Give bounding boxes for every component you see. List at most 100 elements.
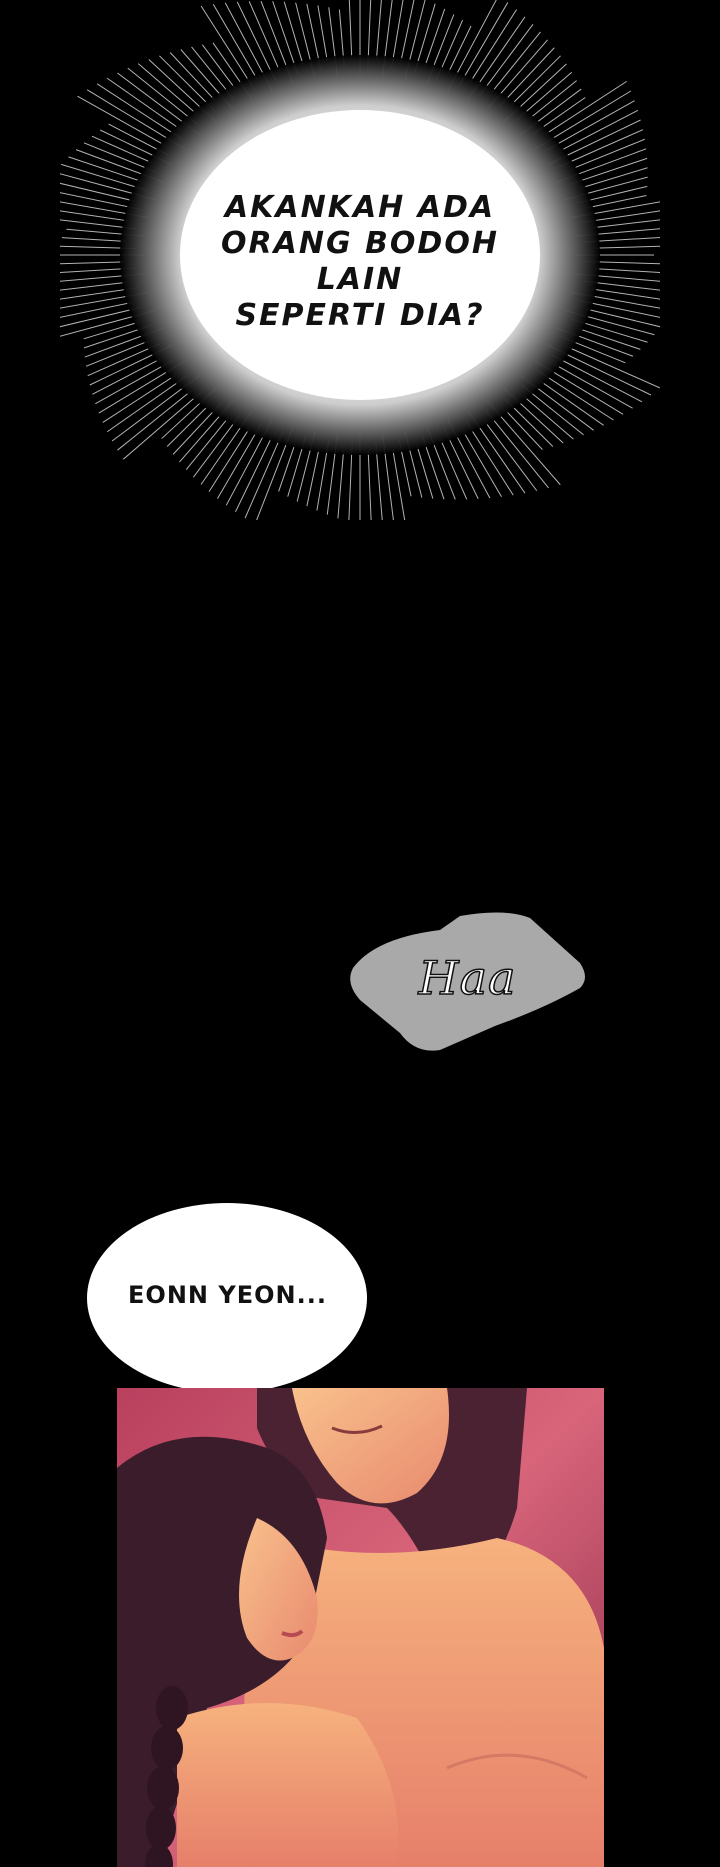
burst-ray <box>244 431 284 519</box>
burst-ray <box>367 0 372 68</box>
burst-ray <box>582 210 660 223</box>
burst-ray <box>137 63 197 115</box>
burst-ray <box>504 409 543 450</box>
burst-ray <box>122 389 204 460</box>
burst-ray <box>68 156 143 183</box>
thought-burst-bubble: AKANKAH ADA ORANG BODOH LAIN SEPERTI DIA… <box>60 0 660 520</box>
burst-ray <box>594 268 660 273</box>
burst-ray <box>106 77 181 130</box>
burst-ray <box>212 3 258 80</box>
burst-ray <box>592 219 660 229</box>
burst-ray <box>528 80 577 120</box>
burst-ray <box>546 100 635 151</box>
burst-ray <box>439 438 468 500</box>
burst-ray <box>585 308 660 328</box>
braid-graphic <box>145 1686 188 1867</box>
burst-ray <box>60 219 137 230</box>
burst-ray <box>595 245 660 249</box>
burst-ray <box>60 306 144 328</box>
burst-ray <box>585 261 660 265</box>
burst-ray <box>235 436 273 513</box>
burst-ray <box>337 450 345 519</box>
burst-ray <box>348 442 353 520</box>
burst-ray <box>185 417 229 471</box>
burst-ray <box>169 52 216 101</box>
burst-ray <box>580 167 648 189</box>
illustration-panel <box>117 1388 604 1867</box>
burst-ray <box>588 194 647 209</box>
burst-ray <box>236 1 276 81</box>
burst-ray <box>306 447 320 507</box>
burst-ray <box>201 44 236 90</box>
burst-ray <box>558 129 644 168</box>
burst-ray <box>61 237 126 242</box>
burst-ray <box>510 55 561 106</box>
burst-ray <box>571 138 645 170</box>
burst-ray <box>537 370 614 421</box>
romantic-embrace-illustration <box>117 1388 604 1867</box>
burst-ray <box>462 430 502 498</box>
burst-ray <box>424 8 446 67</box>
burst-ray <box>83 321 140 340</box>
burst-ray <box>554 364 633 409</box>
burst-ray <box>283 1 304 65</box>
burst-ray <box>375 442 383 520</box>
burst-ray <box>60 210 129 222</box>
thought-line-3: SEPERTI DIA? <box>235 298 485 333</box>
burst-ray <box>498 47 555 108</box>
burst-ray <box>585 237 660 243</box>
speech-text: EONN YEON... <box>128 1281 327 1309</box>
thought-text: AKANKAH ADA ORANG BODOH LAIN SEPERTI DIA… <box>210 190 510 334</box>
burst-ray <box>392 449 406 520</box>
burst-ray <box>447 25 472 74</box>
burst-ray <box>577 327 641 350</box>
burst-ray <box>469 9 518 83</box>
burst-ray <box>491 31 541 93</box>
burst-ray <box>60 192 142 211</box>
burst-ray <box>60 267 135 273</box>
burst-ray <box>106 375 188 433</box>
burst-ray <box>60 261 125 265</box>
burst-ray <box>559 109 639 152</box>
burst-ray <box>61 163 149 192</box>
burst-ray <box>545 80 627 135</box>
burst-ray <box>317 5 328 61</box>
burst-ray <box>278 443 296 492</box>
burst-ray <box>458 2 509 87</box>
burst-ray <box>400 0 415 63</box>
burst-ray <box>479 24 534 96</box>
burst-ray <box>60 287 138 300</box>
burst-ray <box>390 0 404 69</box>
burst-ray <box>375 0 382 60</box>
burst-ray <box>416 445 434 499</box>
burst-ray <box>200 5 255 90</box>
burst-ray <box>248 1 281 72</box>
burst-ray <box>102 375 175 423</box>
thought-line-1: AKANKAH ADA <box>224 190 496 225</box>
burst-ray <box>77 95 166 146</box>
burst-ray <box>367 450 372 520</box>
burst-ray <box>166 404 210 447</box>
burst-ray <box>485 410 549 489</box>
burst-ray <box>117 390 192 451</box>
thought-line-2: ORANG BODOH LAIN <box>221 226 499 297</box>
burst-ray <box>96 83 183 140</box>
burst-ray <box>567 346 660 389</box>
speech-bubble: EONN YEON... <box>85 1200 370 1400</box>
burst-rays <box>60 0 660 520</box>
burst-ray <box>583 280 660 291</box>
burst-ray <box>192 414 241 478</box>
burst-ray <box>95 359 174 405</box>
burst-ray <box>92 358 161 395</box>
burst-ray <box>85 340 149 367</box>
burst-ray <box>60 182 135 202</box>
burst-ray <box>578 299 660 318</box>
burst-ray <box>272 1 299 75</box>
burst-ray <box>551 354 643 403</box>
burst-ray <box>591 288 660 300</box>
burst-ray <box>444 429 479 500</box>
burst-ray <box>208 427 251 492</box>
burst-ray <box>217 423 262 499</box>
burst-glow-graphic <box>60 0 660 520</box>
burst-ray <box>484 420 538 492</box>
